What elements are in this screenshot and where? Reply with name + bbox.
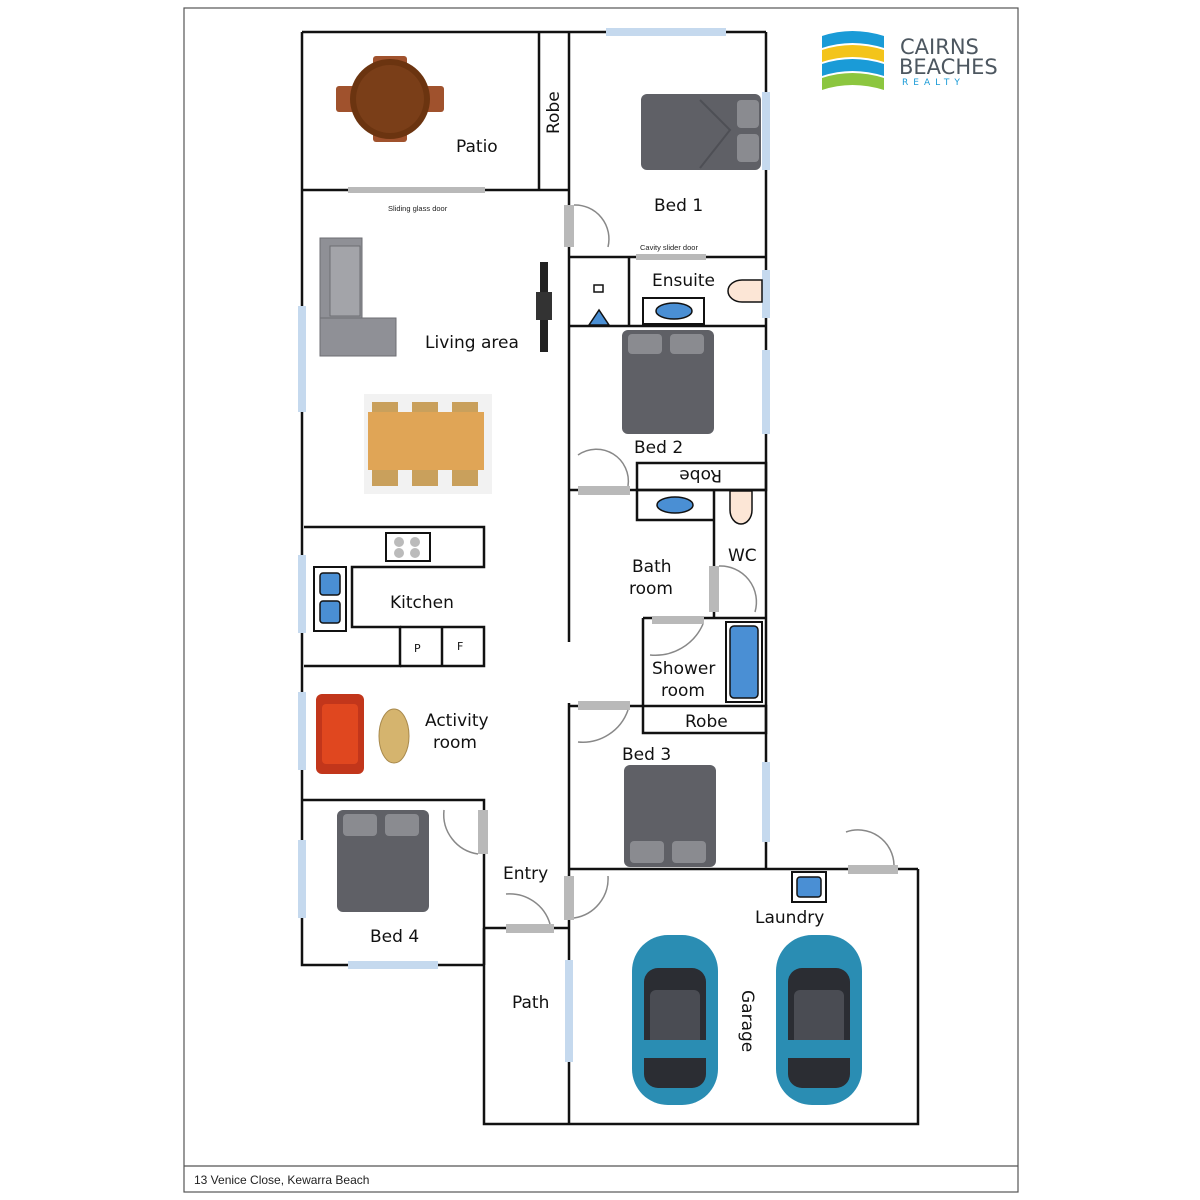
bed2-label: Bed 2 <box>634 438 683 458</box>
footer-address: 13 Venice Close, Kewarra Beach <box>194 1173 369 1187</box>
logo-mark-icon <box>822 31 884 90</box>
garage-label: Garage <box>737 990 757 1052</box>
cavity-slider-door-note: Cavity slider door <box>640 243 698 252</box>
bed4-door[interactable] <box>478 810 488 854</box>
bed3-icon <box>624 765 716 867</box>
laundry-label: Laundry <box>755 908 824 928</box>
wc-label: WC <box>728 546 757 566</box>
car-2-icon <box>776 935 862 1105</box>
fridge-label: F <box>457 640 463 653</box>
path-label: Path <box>512 993 549 1013</box>
room-labels: Patio Robe Bed 1 Ensuite Living area Bed… <box>370 91 824 1052</box>
entry-label: Entry <box>503 864 548 884</box>
bed3-label: Bed 3 <box>622 745 671 765</box>
patio-table-icon <box>336 56 444 142</box>
logo-line-1: CAIRNS <box>900 35 979 59</box>
front-door[interactable] <box>506 924 554 933</box>
bed1-label: Bed 1 <box>654 196 703 216</box>
coffee-table-icon <box>378 708 410 764</box>
tv-icon <box>536 262 552 352</box>
logo-line-2: BEACHES <box>899 55 998 79</box>
cavity-slider-door[interactable] <box>636 254 706 260</box>
bathroom-basin-icon <box>656 496 694 514</box>
shower-door[interactable] <box>652 616 704 624</box>
sliding-glass-door-note: Sliding glass door <box>388 204 448 213</box>
car-1-icon <box>632 935 718 1105</box>
dining-table-icon <box>364 394 492 494</box>
robe3-label: Robe <box>685 712 728 732</box>
patio-label: Patio <box>456 137 498 157</box>
ensuite-toilet-icon <box>727 279 763 303</box>
wc-toilet-icon <box>729 490 753 525</box>
robe2-label: Robe <box>679 465 722 485</box>
company-logo: CAIRNS BEACHES REALTY <box>822 31 998 90</box>
cooktop-icon <box>385 532 431 562</box>
bed2-icon <box>622 330 714 434</box>
shower-label-line2: room <box>661 681 705 701</box>
bed4-icon <box>337 810 429 912</box>
robe1-label: Robe <box>544 91 564 134</box>
wc-door[interactable] <box>709 566 719 612</box>
activity-label-line1: Activity <box>425 711 489 731</box>
bath-label-line2: room <box>629 579 673 599</box>
ensuite-fixtures <box>587 279 763 326</box>
page-border <box>183 7 1019 1193</box>
activity-label-line2: room <box>433 733 477 753</box>
ensuite-basin-icon <box>655 302 693 320</box>
doors: Sliding glass door Cavity slider door <box>348 187 898 933</box>
sliding-glass-door[interactable] <box>348 187 485 193</box>
pantry-label: P <box>414 642 421 655</box>
windows <box>298 28 770 1062</box>
bath-label-line1: Bath <box>632 557 672 577</box>
bathtub-icon <box>725 621 763 703</box>
living-area-label: Living area <box>425 333 519 353</box>
ensuite-label: Ensuite <box>652 271 715 291</box>
kitchen-sink-icon <box>313 566 347 632</box>
logo-line-3: REALTY <box>902 78 965 88</box>
armchair-icon <box>316 694 364 774</box>
shower-label-line1: Shower <box>652 659 715 679</box>
bed1-door[interactable] <box>564 205 574 247</box>
bed1-icon <box>641 94 761 170</box>
bed4-label: Bed 4 <box>370 927 419 947</box>
bed2-door[interactable] <box>578 486 630 495</box>
kitchen-label: Kitchen <box>390 593 454 613</box>
sofa-icon <box>319 237 397 357</box>
garage-side-door[interactable] <box>848 865 898 874</box>
garage-internal-door[interactable] <box>564 876 574 920</box>
bed3-door[interactable] <box>578 701 630 710</box>
laundry-tub-icon <box>791 871 827 903</box>
